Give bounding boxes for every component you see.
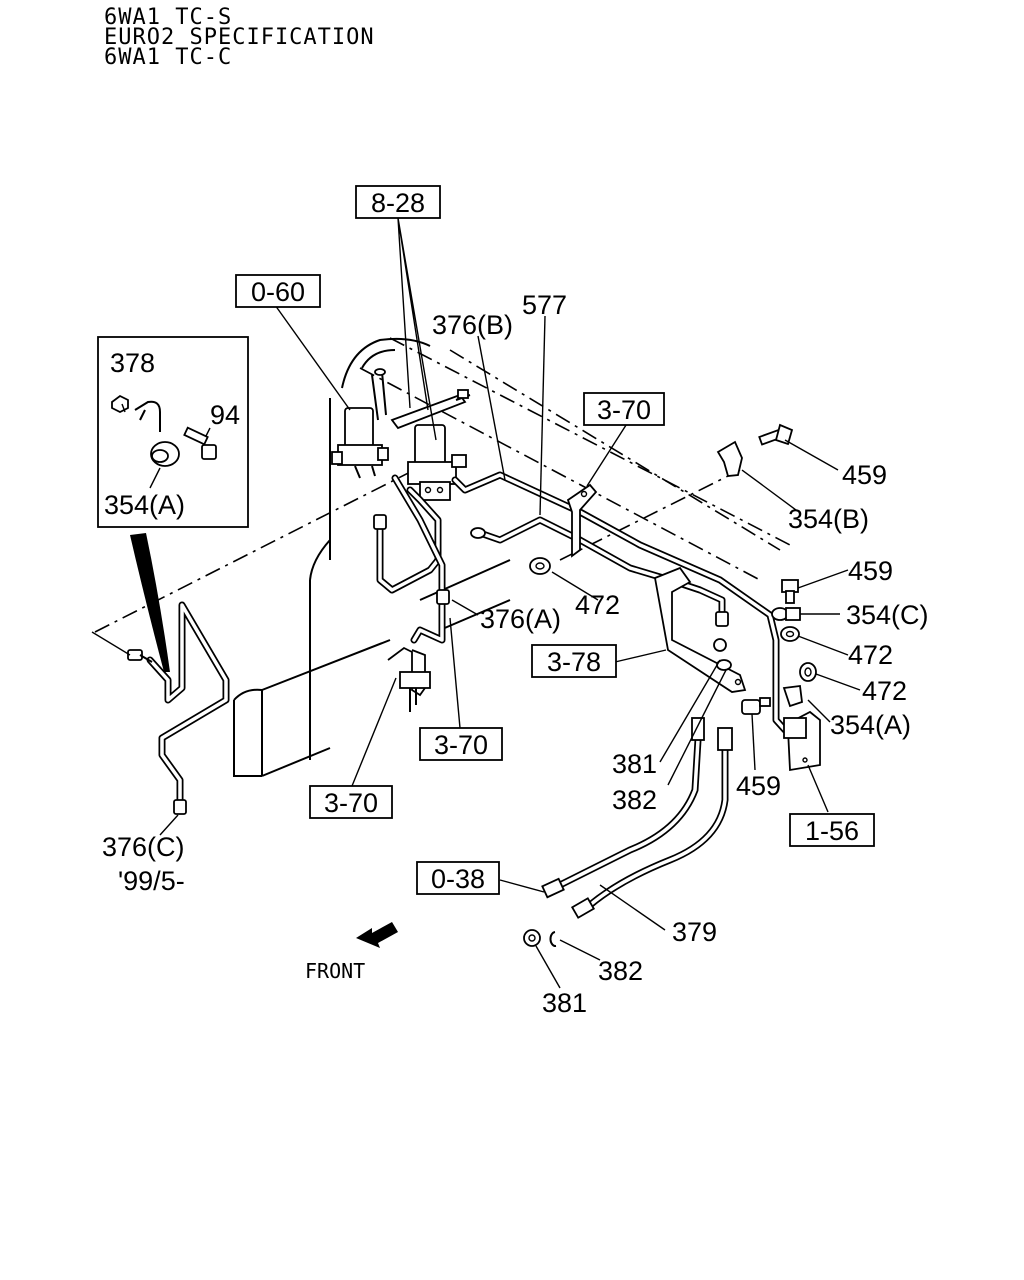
inset-pointer-arrow	[130, 533, 170, 672]
hose-0-38	[541, 717, 705, 899]
clip-354b	[716, 440, 743, 477]
label-382-lower: 382	[598, 956, 643, 986]
header-line-3: 6WA1 TC-C	[104, 45, 232, 70]
label-354a-right: 354(A)	[830, 710, 911, 740]
label-354c: 354(C)	[846, 600, 929, 630]
nut-472-right1	[780, 626, 800, 642]
label-472-center: 472	[575, 590, 620, 620]
svg-text:3-78: 3-78	[547, 647, 601, 677]
label-382-upper: 382	[612, 785, 657, 815]
pipe-376a	[373, 474, 450, 644]
header-line-2: EURO2 SPECIFICATION	[104, 25, 375, 50]
label-459-mid: 459	[848, 556, 893, 586]
svg-text:0-60: 0-60	[251, 277, 305, 307]
svg-text:3-70: 3-70	[434, 730, 488, 760]
bracket-3-70-bottom	[387, 646, 431, 712]
label-379: 379	[672, 917, 717, 947]
label-94: 94	[210, 400, 240, 430]
inset-detail	[97, 336, 249, 528]
pipe-376c	[127, 601, 230, 815]
valve-assembly-left	[331, 368, 389, 479]
hose-379	[570, 727, 733, 919]
label-354a-inset: 354(A)	[104, 490, 185, 520]
label-376c: 376(C)	[102, 832, 185, 862]
label-472-right2: 472	[862, 676, 907, 706]
svg-text:8-28: 8-28	[371, 188, 425, 218]
clip-354a-right	[782, 684, 803, 708]
front-label: FRONT	[305, 959, 365, 983]
front-arrow-icon	[356, 922, 398, 948]
pipe-376b	[451, 471, 789, 734]
svg-text:3-70: 3-70	[324, 788, 378, 818]
ref-3-70-mid[interactable]: 3-70	[419, 727, 503, 761]
ref-0-60[interactable]: 0-60	[235, 274, 321, 308]
label-376b: 376(B)	[432, 310, 513, 340]
label-577: 577	[522, 290, 567, 320]
label-378: 378	[110, 348, 155, 378]
bracket-3-70-top	[566, 483, 598, 558]
valve-assembly-right	[390, 389, 471, 501]
fastener-459-top	[758, 423, 794, 446]
bolt-459-lower	[741, 697, 771, 715]
svg-text:1-56: 1-56	[805, 816, 859, 846]
washer-382-lower	[549, 931, 557, 947]
bracket-1-56	[783, 710, 821, 772]
label-459-top: 459	[842, 460, 887, 490]
nut-472-right2	[799, 662, 817, 682]
svg-text:0-38: 0-38	[431, 864, 485, 894]
label-459-lower: 459	[736, 771, 781, 801]
ref-3-70-bottom[interactable]: 3-70	[309, 785, 393, 819]
leader-lines	[91, 217, 861, 989]
clip-354c	[771, 607, 801, 621]
ref-1-56[interactable]: 1-56	[789, 813, 875, 847]
bolt-459-mid	[781, 579, 799, 604]
label-381-lower: 381	[542, 988, 587, 1018]
bracket-3-78	[653, 566, 747, 693]
nut-381-lower	[523, 929, 541, 947]
label-472-right1: 472	[848, 640, 893, 670]
ref-3-78[interactable]: 3-78	[531, 644, 617, 678]
label-381-upper: 381	[612, 749, 657, 779]
label-354b: 354(B)	[788, 504, 869, 534]
header-line-1: 6WA1 TC-S	[104, 5, 232, 30]
ref-8-28[interactable]: 8-28	[355, 185, 441, 219]
svg-text:3-70: 3-70	[597, 395, 651, 425]
ref-3-70-top[interactable]: 3-70	[583, 392, 665, 426]
nut-472-center	[529, 557, 551, 575]
ref-0-38[interactable]: 0-38	[416, 861, 500, 895]
date-note: '99/5-	[118, 866, 185, 896]
label-376a: 376(A)	[480, 604, 561, 634]
